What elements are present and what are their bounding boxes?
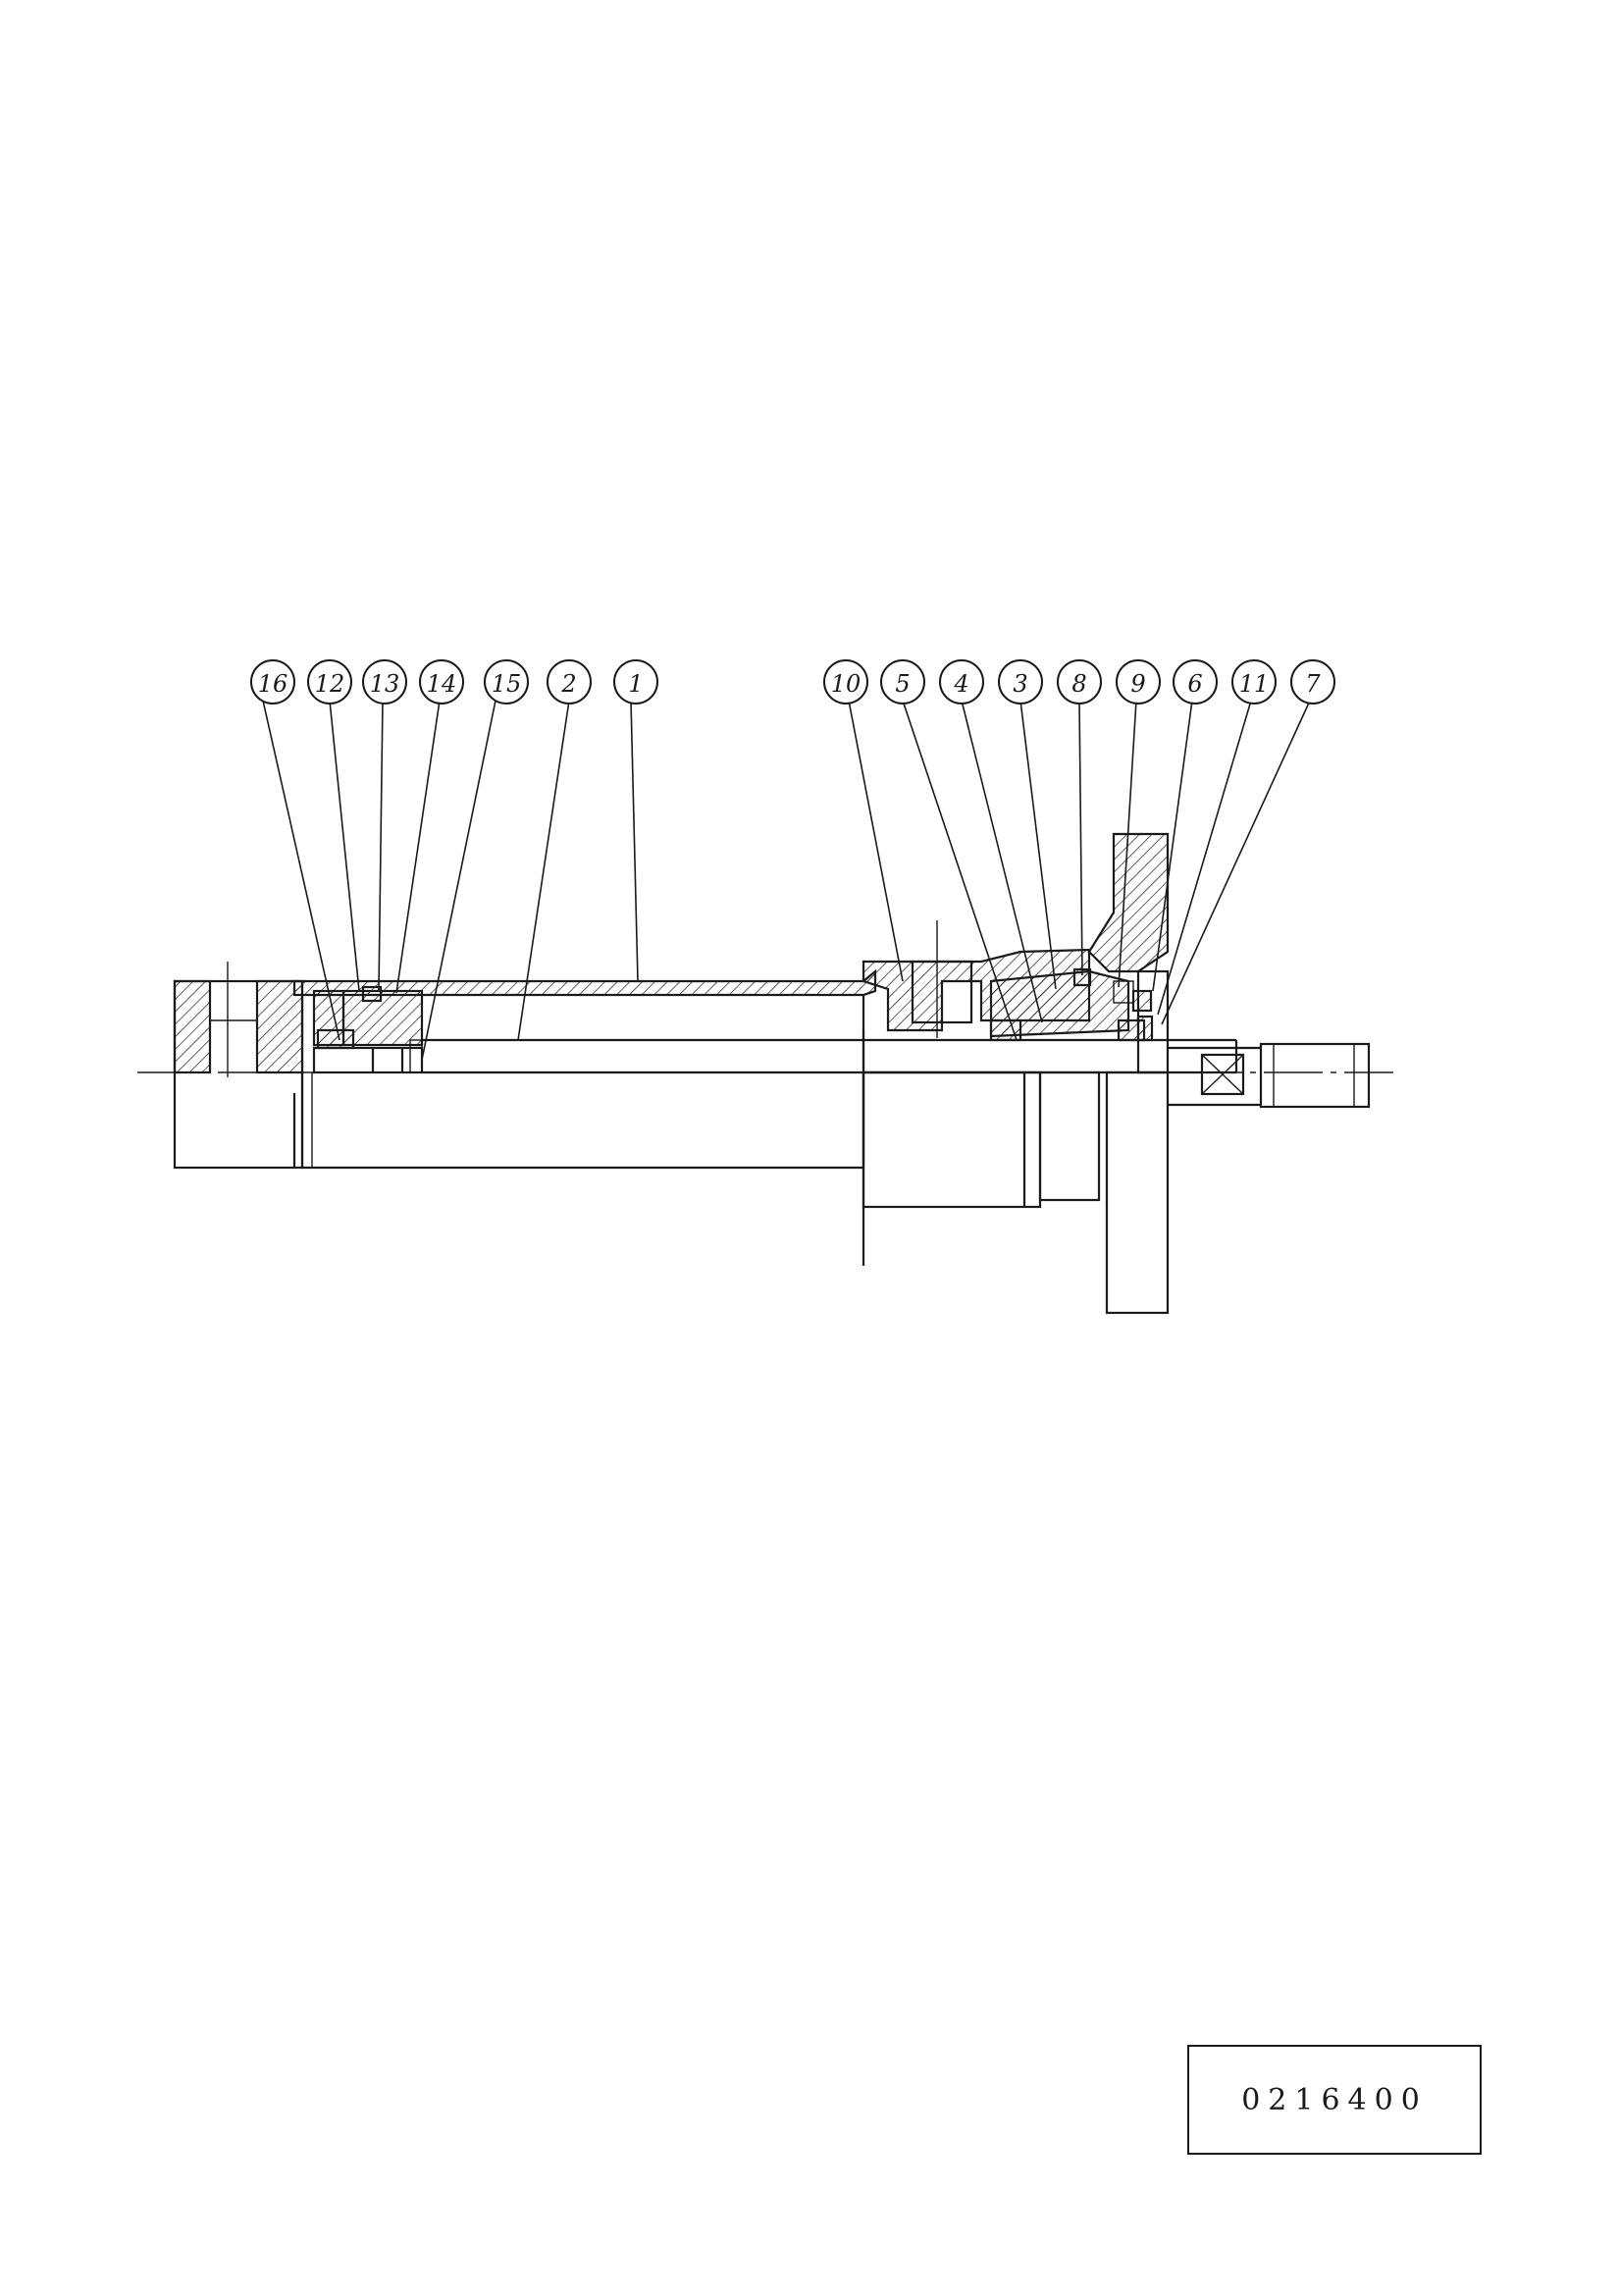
balloon-13-label: 13 [370, 670, 400, 698]
rear-end-block [173, 979, 304, 1170]
balloon-1-label: 1 [628, 670, 643, 698]
balloon-15: 15 [484, 659, 529, 704]
balloon-10: 10 [823, 659, 868, 704]
balloon-7: 7 [1290, 659, 1335, 704]
drawing-number: 0216400 [1241, 2082, 1428, 2117]
balloon-9: 9 [1116, 659, 1161, 704]
balloon-14-label: 14 [427, 670, 457, 698]
balloon-12-label: 12 [315, 670, 345, 698]
piston-assembly [312, 985, 424, 1074]
balloon-7-label: 7 [1305, 670, 1321, 698]
balloon-16-label: 16 [258, 670, 288, 698]
balloon-2: 2 [547, 659, 592, 704]
balloon-5: 5 [880, 659, 925, 704]
leader-lines [262, 700, 1311, 1061]
rod-end-thread [1168, 1042, 1371, 1109]
balloon-13: 13 [362, 659, 407, 704]
balloon-8: 8 [1057, 659, 1102, 704]
rod-seal-stack [989, 967, 1146, 1042]
mounting-flange [1087, 832, 1170, 1315]
balloon-10-label: 10 [831, 670, 862, 698]
balloon-14: 14 [419, 659, 464, 704]
balloon-11: 11 [1231, 659, 1277, 704]
balloon-2-label: 2 [560, 670, 576, 698]
balloon-16: 16 [250, 659, 295, 704]
balloon-6-label: 6 [1187, 670, 1202, 698]
balloon-15-label: 15 [492, 670, 522, 698]
wiper-seal [1131, 989, 1154, 1042]
balloon-9-label: 9 [1130, 670, 1145, 698]
balloon-3-label: 3 [1013, 670, 1027, 698]
balloon-11-label: 11 [1239, 670, 1270, 698]
balloon-4: 4 [939, 659, 984, 704]
balloon-5-label: 5 [895, 670, 910, 698]
balloon-12: 12 [307, 659, 352, 704]
balloon-6: 6 [1173, 659, 1218, 704]
balloon-8-label: 8 [1071, 670, 1086, 698]
balloon-1: 1 [613, 659, 658, 704]
piston-rod [422, 1038, 1238, 1074]
balloon-4-label: 4 [953, 670, 968, 698]
drawing-number-box: 0216400 [1187, 2045, 1482, 2155]
balloon-3: 3 [998, 659, 1043, 704]
